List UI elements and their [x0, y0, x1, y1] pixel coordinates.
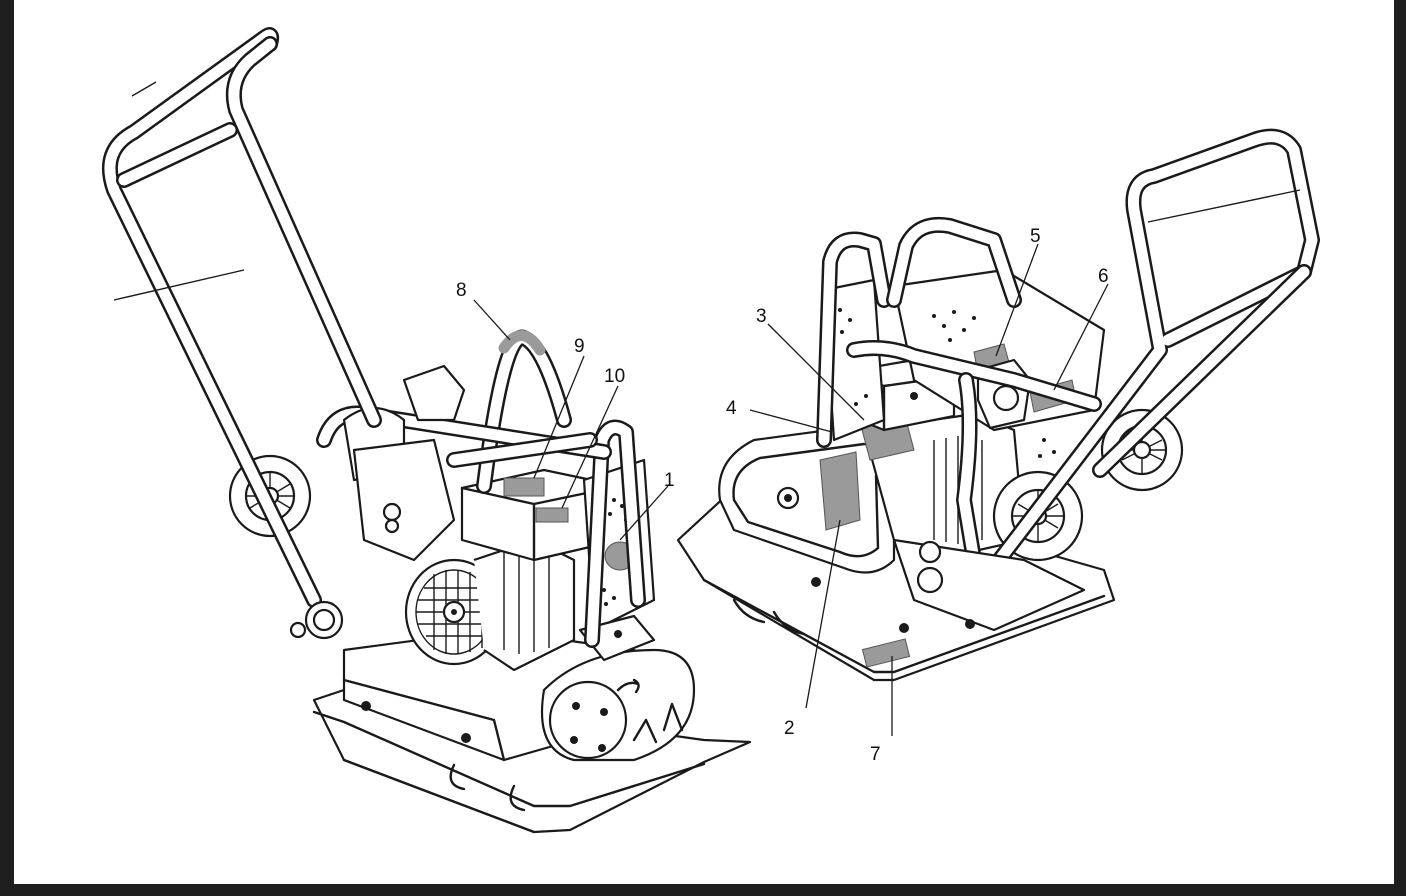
left-pulley [548, 680, 628, 760]
callout-leaders [473, 243, 1109, 736]
label-10-patch [535, 507, 569, 523]
right-guide-handle [976, 128, 1320, 588]
left-guide-handle [102, 27, 382, 608]
callout-4: 4 [726, 398, 737, 419]
callout-8: 8 [456, 280, 467, 301]
figure-frame: 1 2 3 4 5 6 7 8 9 10 [14, 0, 1394, 884]
label-9-patch [503, 477, 545, 497]
callout-labels: 1 2 3 4 5 6 7 8 9 10 [456, 226, 1109, 765]
callout-2: 2 [784, 718, 795, 739]
callout-7: 7 [870, 744, 881, 765]
label-7-patch [861, 638, 911, 668]
left-compactor [102, 27, 752, 834]
callout-3: 3 [756, 306, 767, 327]
label-2-patch [819, 451, 861, 531]
callout-10: 10 [604, 366, 625, 387]
label-8-grip [498, 330, 546, 356]
right-compactor [676, 128, 1320, 682]
left-engine-block [352, 438, 456, 562]
left-power-socket [402, 364, 466, 422]
callout-6: 6 [1098, 266, 1109, 287]
callout-9: 9 [574, 336, 585, 357]
compactor-diagram: 1 2 3 4 5 6 7 8 9 10 [102, 27, 1320, 834]
callout-5: 5 [1030, 226, 1041, 247]
callout-1: 1 [664, 470, 675, 491]
